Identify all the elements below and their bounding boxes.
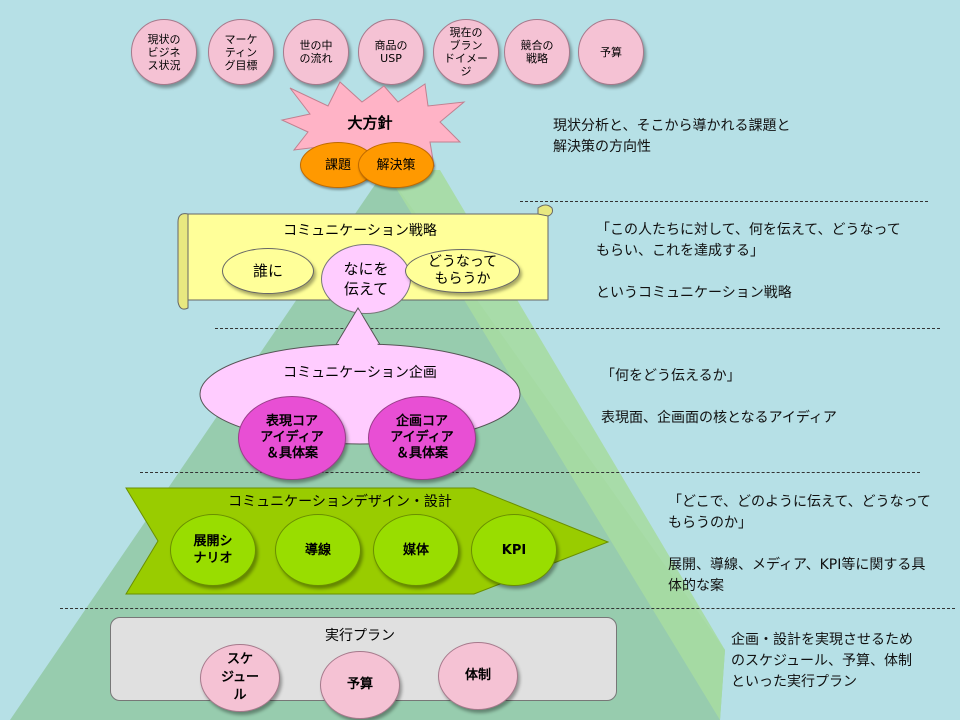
planning-note: 「何をどう伝えるか」 表現面、企画面の核となるアイディア xyxy=(601,368,837,426)
input-circle-trends: 世の中 の流れ xyxy=(283,19,349,85)
input-circle-marketing-goal: マーケ ティン グ目標 xyxy=(208,19,274,85)
policy-item-issue: 課題 xyxy=(300,142,376,188)
input-circle-budget: 予算 xyxy=(578,19,644,85)
strategy-item-who: 誰に xyxy=(222,248,314,294)
design-item-flow: 導線 xyxy=(275,514,361,586)
separator-line xyxy=(520,201,928,202)
strategy-note: 「この人たちに対して、何を伝えて、どうなってもらい、これを達成する」 というコミ… xyxy=(596,222,901,301)
separator-line xyxy=(60,608,955,609)
input-circle-brand-image: 現在の ブラン ドイメー ジ xyxy=(433,19,499,85)
separator-line xyxy=(140,472,920,473)
execution-item-budget: 予算 xyxy=(320,651,400,719)
input-circle-business: 現状の ビジネ ス状況 xyxy=(131,19,197,85)
design-note: 「どこで、どのように伝えて、どうなってもらうのか」 展開、導線、メディア、KPI… xyxy=(668,494,931,594)
policy-title: 大方針 xyxy=(347,114,393,132)
execution-note: 企画・設計を実現させるためのスケジュール、予算、体制といった実行プラン xyxy=(731,632,913,690)
strategy-item-how: どうなって もらうか xyxy=(405,249,520,293)
execution-item-structure: 体制 xyxy=(438,642,518,710)
separator-line xyxy=(215,328,940,329)
input-circle-usp: 商品の USP xyxy=(358,19,424,85)
planning-item-expression: 表現コア アイディア ＆具体案 xyxy=(238,396,346,480)
input-circle-competitor: 競合の 戦略 xyxy=(504,19,570,85)
design-title: コミュニケーションデザイン・設計 xyxy=(228,494,452,510)
planning-title: コミュニケーション企画 xyxy=(283,365,437,381)
execution-item-schedule: スケ ジュー ル xyxy=(200,644,280,712)
policy-item-solution: 解決策 xyxy=(358,142,434,188)
planning-item-plan: 企画コア アイディア ＆具体案 xyxy=(368,396,476,480)
design-item-media: 媒体 xyxy=(373,514,459,586)
strategy-title: コミュニケーション戦略 xyxy=(283,223,437,239)
execution-title: 実行プラン xyxy=(325,628,395,644)
policy-note: 現状分析と、そこから導かれる課題と解決策の方向性 xyxy=(553,118,791,155)
design-item-kpi: KPI xyxy=(471,514,557,586)
strategy-item-what: なにを 伝えて xyxy=(321,244,411,314)
design-item-scenario: 展開シ ナリオ xyxy=(170,514,256,586)
